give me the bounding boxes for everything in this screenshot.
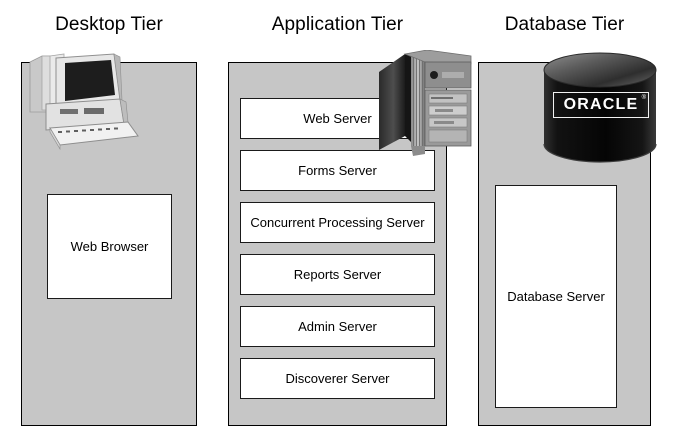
- box-reports-server: Reports Server: [240, 254, 435, 295]
- oracle-database-cylinder-icon: [543, 52, 657, 163]
- box-web-browser: Web Browser: [47, 194, 172, 299]
- box-admin-server: Admin Server: [240, 306, 435, 347]
- tier-title-desktop: Desktop Tier: [55, 14, 163, 35]
- box-database-server: Database Server: [495, 185, 617, 408]
- box-forms-server: Forms Server: [240, 150, 435, 191]
- box-discoverer-server: Discoverer Server: [240, 358, 435, 399]
- desktop-computer-icon: [29, 53, 139, 151]
- oracle-logo: ORACLE ®: [553, 92, 649, 118]
- oracle-trademark-symbol: ®: [641, 95, 646, 101]
- tier-title-application: Application Tier: [271, 14, 404, 35]
- tier-title-database: Database Tier: [504, 14, 625, 35]
- server-tower-icon: [379, 50, 472, 156]
- box-concurrent-processing-server: Concurrent Processing Server: [240, 202, 435, 243]
- oracle-logo-text: ORACLE: [563, 96, 639, 113]
